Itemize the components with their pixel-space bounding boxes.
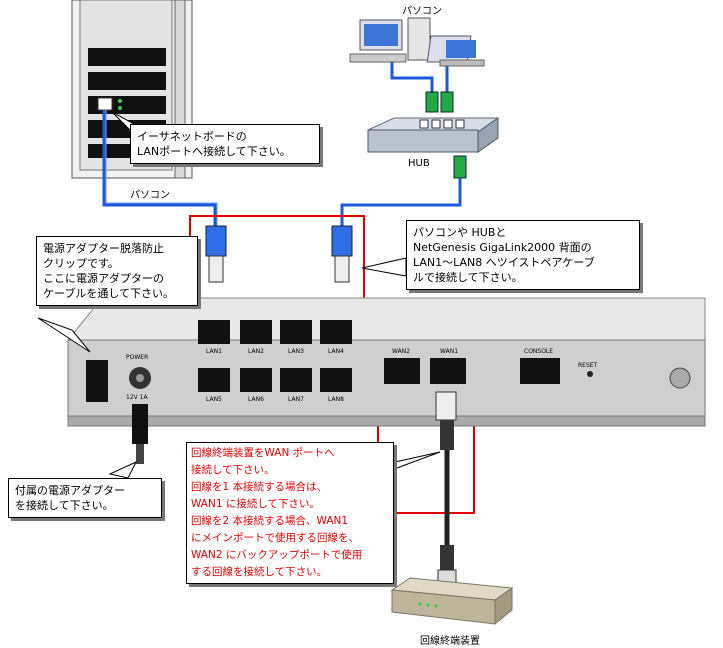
callout-wan-connect: 回線終端装置をWAN ポートへ 接続して下さい。 回線を1 本接続する場合は、 …	[186, 442, 394, 584]
label-lan7: LAN7	[288, 396, 304, 403]
label-modem: 回線終端装置	[420, 636, 480, 647]
callout-power-adapter: 付属の電源アダプター を接続して下さい。	[8, 478, 162, 518]
label-pc-top: パソコン	[402, 6, 442, 17]
lan-connector-right	[331, 225, 353, 283]
callout-clip: 電源アダプター脱落防止 クリップです。 ここに電源アダプターの ケーブルを通して…	[36, 236, 198, 306]
label-lan3: LAN3	[288, 348, 304, 355]
callout-lan-connect: パソコンや HUBと NetGenesis GigaLink2000 背面の L…	[406, 220, 640, 290]
callout-ethernet-board: イーサネットボードの LANポートへ接続して下さい。	[130, 124, 320, 164]
label-lan1: LAN1	[206, 348, 222, 355]
wan1-port	[430, 358, 466, 384]
hub-device	[367, 117, 500, 153]
label-pc-left: パソコン	[130, 190, 170, 201]
label-lan5: LAN5	[206, 396, 222, 403]
lan-connector-left	[205, 225, 227, 283]
modem-device	[390, 577, 514, 626]
label-lan8: LAN8	[328, 396, 344, 403]
label-lan2: LAN2	[248, 348, 264, 355]
label-power: POWER	[126, 354, 149, 361]
label-wan2: WAN2	[392, 348, 411, 355]
pc-group-top	[349, 17, 485, 67]
label-hub: HUB	[408, 158, 430, 169]
console-port	[520, 358, 560, 384]
label-reset: RESET	[578, 362, 598, 369]
label-lan6: LAN6	[248, 396, 264, 403]
label-lan4: LAN4	[328, 348, 344, 355]
label-voltage: 12V 1A	[126, 394, 148, 401]
label-console: CONSOLE	[524, 348, 554, 355]
label-wan1: WAN1	[440, 348, 459, 355]
lan-ports	[198, 320, 352, 392]
wan2-port	[384, 358, 420, 384]
